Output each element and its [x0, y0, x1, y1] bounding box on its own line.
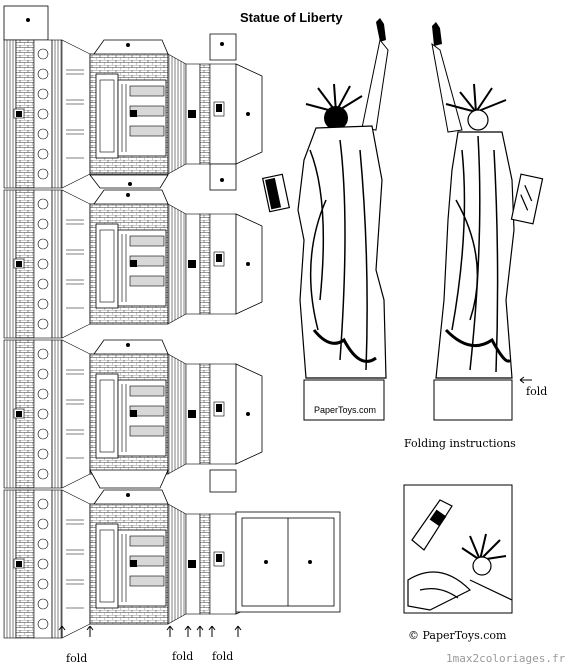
fold-label: fold: [66, 652, 88, 665]
arrow-up-icon: [58, 625, 242, 637]
pedestal-panel-4: [3, 489, 263, 639]
statue-front-view: [431, 22, 544, 379]
statue-back-view: [261, 18, 389, 379]
arrow-left-icon: [519, 376, 532, 384]
copyright-text: © PaperToys.com: [408, 629, 507, 642]
brand-label: PaperToys.com: [314, 405, 377, 415]
fold-label: fold: [212, 650, 234, 663]
fold-label: fold: [172, 650, 194, 663]
watermark-text: 1max2coloriages.fr: [446, 652, 565, 665]
pedestal-panel-3: [3, 339, 263, 489]
pedestal-panel-2: [3, 189, 263, 339]
statue-base-front: [433, 379, 513, 421]
top-flap: [3, 5, 49, 41]
folding-instructions-illustration: [403, 484, 513, 614]
instructions-heading: Folding instructions: [404, 437, 516, 450]
fold-label: fold: [526, 385, 548, 398]
page-title: Statue of Liberty: [240, 10, 343, 25]
statue-base-back: [303, 379, 385, 421]
